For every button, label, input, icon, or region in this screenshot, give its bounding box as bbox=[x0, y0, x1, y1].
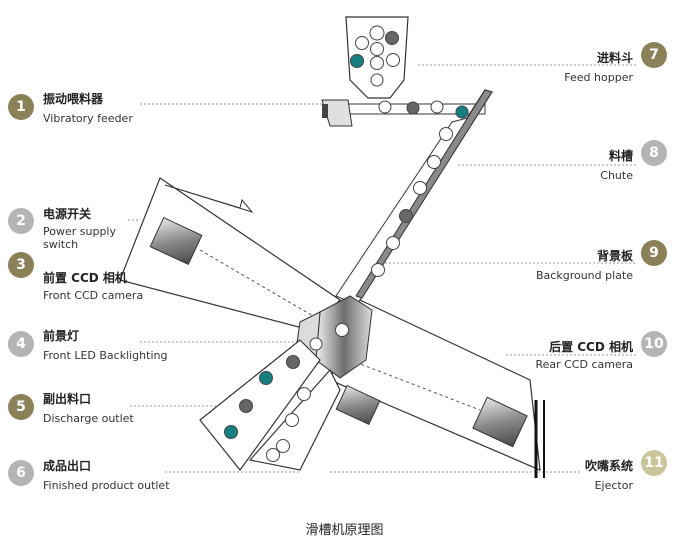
label-en: Rear CCD camera bbox=[535, 358, 633, 372]
badge-2: 2 bbox=[8, 208, 34, 234]
label-zh: 成品出口 bbox=[43, 459, 92, 473]
label-rear-camera: 后置 CCD 相机 Rear CCD camera bbox=[520, 337, 633, 372]
label-en: Front LED Backlighting bbox=[43, 349, 168, 363]
label-discharge-outlet: 副出料口 Discharge outlet bbox=[43, 389, 134, 426]
label-zh: 副出料口 bbox=[43, 392, 92, 406]
label-en: Ejector bbox=[594, 479, 633, 493]
label-zh: 振动喂料器 bbox=[43, 92, 104, 106]
label-en: Background plate bbox=[536, 269, 633, 283]
label-en: Feed hopper bbox=[564, 71, 633, 85]
badge-5: 5 bbox=[8, 394, 34, 420]
badge-8: 8 bbox=[641, 140, 667, 166]
feed-hopper bbox=[345, 16, 409, 99]
label-ejector: 吹嘴系统 Ejector bbox=[545, 456, 633, 493]
label-background-plate: 背景板 Background plate bbox=[520, 246, 633, 283]
leader-lines bbox=[128, 64, 636, 473]
chute bbox=[335, 89, 493, 306]
badge-7: 7 bbox=[641, 42, 667, 68]
label-zh: 料槽 bbox=[608, 149, 633, 163]
label-zh: 背景板 bbox=[596, 249, 633, 263]
badge-4: 4 bbox=[8, 331, 34, 357]
label-en: Finished product outlet bbox=[43, 479, 170, 493]
label-power-supply: 电源开关 Power supply switch bbox=[43, 204, 123, 252]
label-zh: 后置 CCD 相机 bbox=[549, 340, 633, 354]
label-feed-hopper: 进料斗 Feed hopper bbox=[545, 48, 633, 85]
badge-9: 9 bbox=[641, 240, 667, 266]
front-camera-housing bbox=[119, 177, 341, 331]
label-front-led: 前景灯 Front LED Backlighting bbox=[43, 326, 167, 363]
outlet-channels bbox=[199, 323, 349, 471]
label-front-camera: 前置 CCD 相机 Front CCD camera bbox=[43, 268, 143, 303]
badge-3: 3 bbox=[8, 252, 34, 278]
label-chute: 料槽 Chute bbox=[545, 146, 633, 183]
badge-6: 6 bbox=[8, 460, 34, 486]
label-en: Front CCD camera bbox=[43, 289, 144, 303]
label-zh: 前置 CCD 相机 bbox=[43, 271, 127, 285]
label-zh: 电源开关 bbox=[43, 207, 92, 221]
label-en: Discharge outlet bbox=[43, 412, 134, 426]
label-zh: 吹嘴系统 bbox=[584, 459, 633, 473]
badge-1: 1 bbox=[8, 94, 34, 120]
label-vibratory-feeder: 振动喂料器 Vibratory feeder bbox=[43, 89, 133, 126]
diagram-caption: 滑槽机原理图 bbox=[305, 523, 384, 538]
badge-10: 10 bbox=[641, 331, 667, 357]
label-en: Power supply switch bbox=[43, 225, 116, 252]
badge-11: 11 bbox=[641, 450, 667, 476]
rear-camera-housing bbox=[329, 299, 545, 478]
label-zh: 进料斗 bbox=[596, 51, 633, 65]
label-finished-outlet: 成品出口 Finished product outlet bbox=[43, 456, 170, 493]
label-en: Vibratory feeder bbox=[43, 112, 133, 126]
label-zh: 前景灯 bbox=[43, 329, 80, 343]
label-en: Chute bbox=[600, 169, 633, 183]
